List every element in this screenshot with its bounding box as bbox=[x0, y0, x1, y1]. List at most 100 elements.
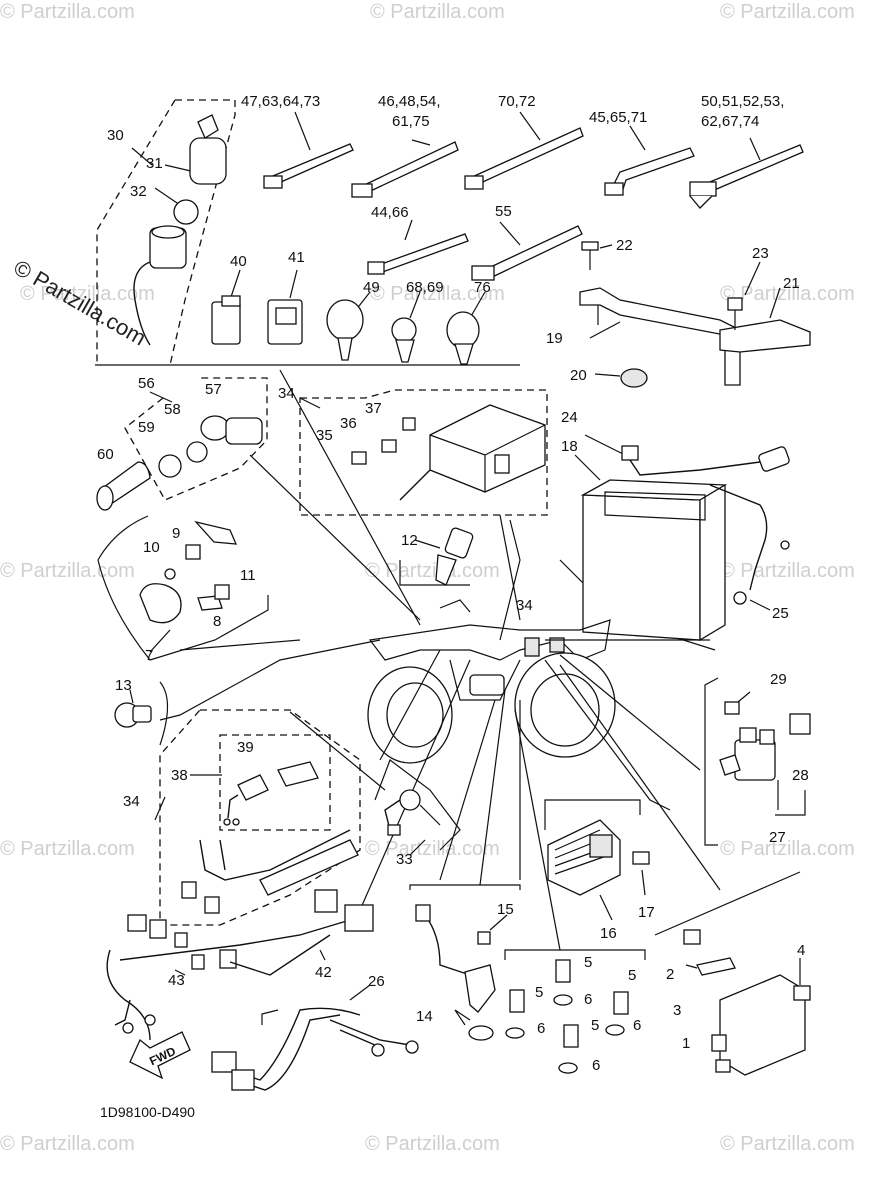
harness-group-34 bbox=[154, 709, 386, 926]
main-harness-42-43 bbox=[106, 889, 374, 1041]
watermark-text: © Partzilla.com bbox=[370, 283, 505, 305]
callout-35: 35 bbox=[316, 427, 333, 444]
callout-34: 34 bbox=[123, 793, 140, 810]
callout-10: 10 bbox=[143, 539, 160, 556]
watermark-text: © Partzilla.com bbox=[365, 560, 500, 582]
callout-4: 4 bbox=[797, 942, 805, 959]
callout-6: 6 bbox=[584, 991, 592, 1008]
watermark-text: © Partzilla.com bbox=[0, 1, 135, 23]
callout-47-63-64-73: 47,63,64,73 bbox=[241, 93, 320, 110]
callout-58: 58 bbox=[164, 401, 181, 418]
battery-group bbox=[559, 434, 790, 651]
watermark-text: © Partzilla.com bbox=[0, 1133, 135, 1155]
cdi-unit-group bbox=[654, 871, 811, 1076]
callout-43: 43 bbox=[168, 972, 185, 989]
callout-19: 19 bbox=[546, 330, 563, 347]
callout-9: 9 bbox=[172, 525, 180, 542]
callout-44-66: 44,66 bbox=[371, 204, 409, 221]
accessory-socket-group bbox=[96, 377, 268, 511]
battery-bracket-group bbox=[579, 241, 811, 388]
watermark-text: © Partzilla.com bbox=[0, 560, 135, 582]
callout-34: 34 bbox=[278, 385, 295, 402]
callout-21: 21 bbox=[783, 275, 800, 292]
callout-42: 42 bbox=[315, 964, 332, 981]
connectors-clamps-row bbox=[211, 269, 486, 365]
callout-61-75: 61,75 bbox=[392, 113, 430, 130]
callout-34: 34 bbox=[516, 597, 533, 614]
callout-18: 18 bbox=[561, 438, 578, 455]
switch-13 bbox=[114, 681, 169, 746]
callout-7: 7 bbox=[145, 647, 153, 664]
callout-labels: 1 2 3 4 5 5 5 5 6 6 6 6 7 8 9 10 11 12 1… bbox=[97, 93, 809, 1074]
callout-5: 5 bbox=[535, 984, 543, 1001]
callout-68-69: 68,69 bbox=[406, 279, 444, 296]
callout-12: 12 bbox=[401, 532, 418, 549]
horn-group bbox=[97, 515, 269, 661]
callout-46-48-54: 46,48,54, bbox=[378, 93, 441, 110]
callout-11: 11 bbox=[240, 567, 256, 584]
callout-62-67-74: 62,67,74 bbox=[701, 113, 759, 130]
atv-vehicle-outline bbox=[159, 369, 721, 951]
callout-31: 31 bbox=[146, 155, 163, 172]
callout-32: 32 bbox=[130, 183, 147, 200]
callout-3: 3 bbox=[673, 1002, 681, 1019]
sensor-12 bbox=[399, 527, 474, 586]
callout-38: 38 bbox=[171, 767, 188, 784]
sensor-14-15 bbox=[409, 884, 521, 1041]
callout-13: 13 bbox=[115, 677, 132, 694]
callout-56: 56 bbox=[138, 375, 155, 392]
callout-17: 17 bbox=[638, 904, 655, 921]
callout-27: 27 bbox=[769, 829, 786, 846]
callout-33: 33 bbox=[396, 851, 413, 868]
callout-24: 24 bbox=[561, 409, 578, 426]
fuse-box-group bbox=[299, 389, 548, 516]
callout-60: 60 bbox=[97, 446, 114, 463]
callout-70-72: 70,72 bbox=[498, 93, 536, 110]
callout-20: 20 bbox=[570, 367, 587, 384]
watermark-text: © Partzilla.com bbox=[365, 1133, 500, 1155]
callout-28: 28 bbox=[792, 767, 809, 784]
callout-25: 25 bbox=[772, 605, 789, 622]
callout-5: 5 bbox=[628, 967, 636, 984]
callout-6: 6 bbox=[592, 1057, 600, 1074]
callout-39: 39 bbox=[237, 739, 254, 756]
ignition-switch-group bbox=[95, 99, 520, 366]
callout-76: 76 bbox=[474, 279, 491, 296]
callout-37: 37 bbox=[365, 400, 382, 417]
callout-55: 55 bbox=[495, 203, 512, 220]
callout-23: 23 bbox=[752, 245, 769, 262]
callout-14: 14 bbox=[416, 1008, 433, 1025]
callout-8: 8 bbox=[213, 613, 221, 630]
callout-57: 57 bbox=[205, 381, 222, 398]
callout-45-65-71: 45,65,71 bbox=[589, 109, 647, 126]
watermark-text: © Partzilla.com bbox=[720, 560, 855, 582]
callout-2: 2 bbox=[666, 966, 674, 983]
callout-59: 59 bbox=[138, 419, 155, 436]
callout-22: 22 bbox=[616, 237, 633, 254]
battery-cables-26 bbox=[211, 984, 419, 1091]
callout-26: 26 bbox=[368, 973, 385, 990]
watermark-text: © Partzilla.com bbox=[720, 1, 855, 23]
watermark-text: © Partzilla.com bbox=[720, 283, 855, 305]
watermark-text: © Partzilla.com bbox=[0, 838, 135, 860]
watermark-text: © Partzilla.com bbox=[720, 1133, 855, 1155]
starter-relay-group bbox=[704, 677, 811, 846]
watermark-text: © Partzilla.com bbox=[20, 283, 155, 305]
watermark-text: © Partzilla.com bbox=[370, 1, 505, 23]
callout-5: 5 bbox=[584, 954, 592, 971]
callout-40: 40 bbox=[230, 253, 247, 270]
callout-5: 5 bbox=[591, 1017, 599, 1034]
cable-ties-row bbox=[263, 111, 804, 281]
watermark-text: © Partzilla.com bbox=[365, 838, 500, 860]
callout-49: 49 bbox=[363, 279, 380, 296]
callout-1: 1 bbox=[682, 1035, 690, 1052]
watermark-text: © Partzilla.com bbox=[720, 838, 855, 860]
fwd-arrow: FWD bbox=[129, 1031, 191, 1080]
watermark-layer: © Partzilla.com © Partzilla.com © Partzi… bbox=[0, 1, 855, 1155]
callout-29: 29 bbox=[770, 671, 787, 688]
diagram-code: 1D98100-D490 bbox=[100, 1104, 195, 1120]
callout-30: 30 bbox=[107, 127, 124, 144]
callout-16: 16 bbox=[600, 925, 617, 942]
callout-50-51-52-53: 50,51,52,53, bbox=[701, 93, 784, 110]
